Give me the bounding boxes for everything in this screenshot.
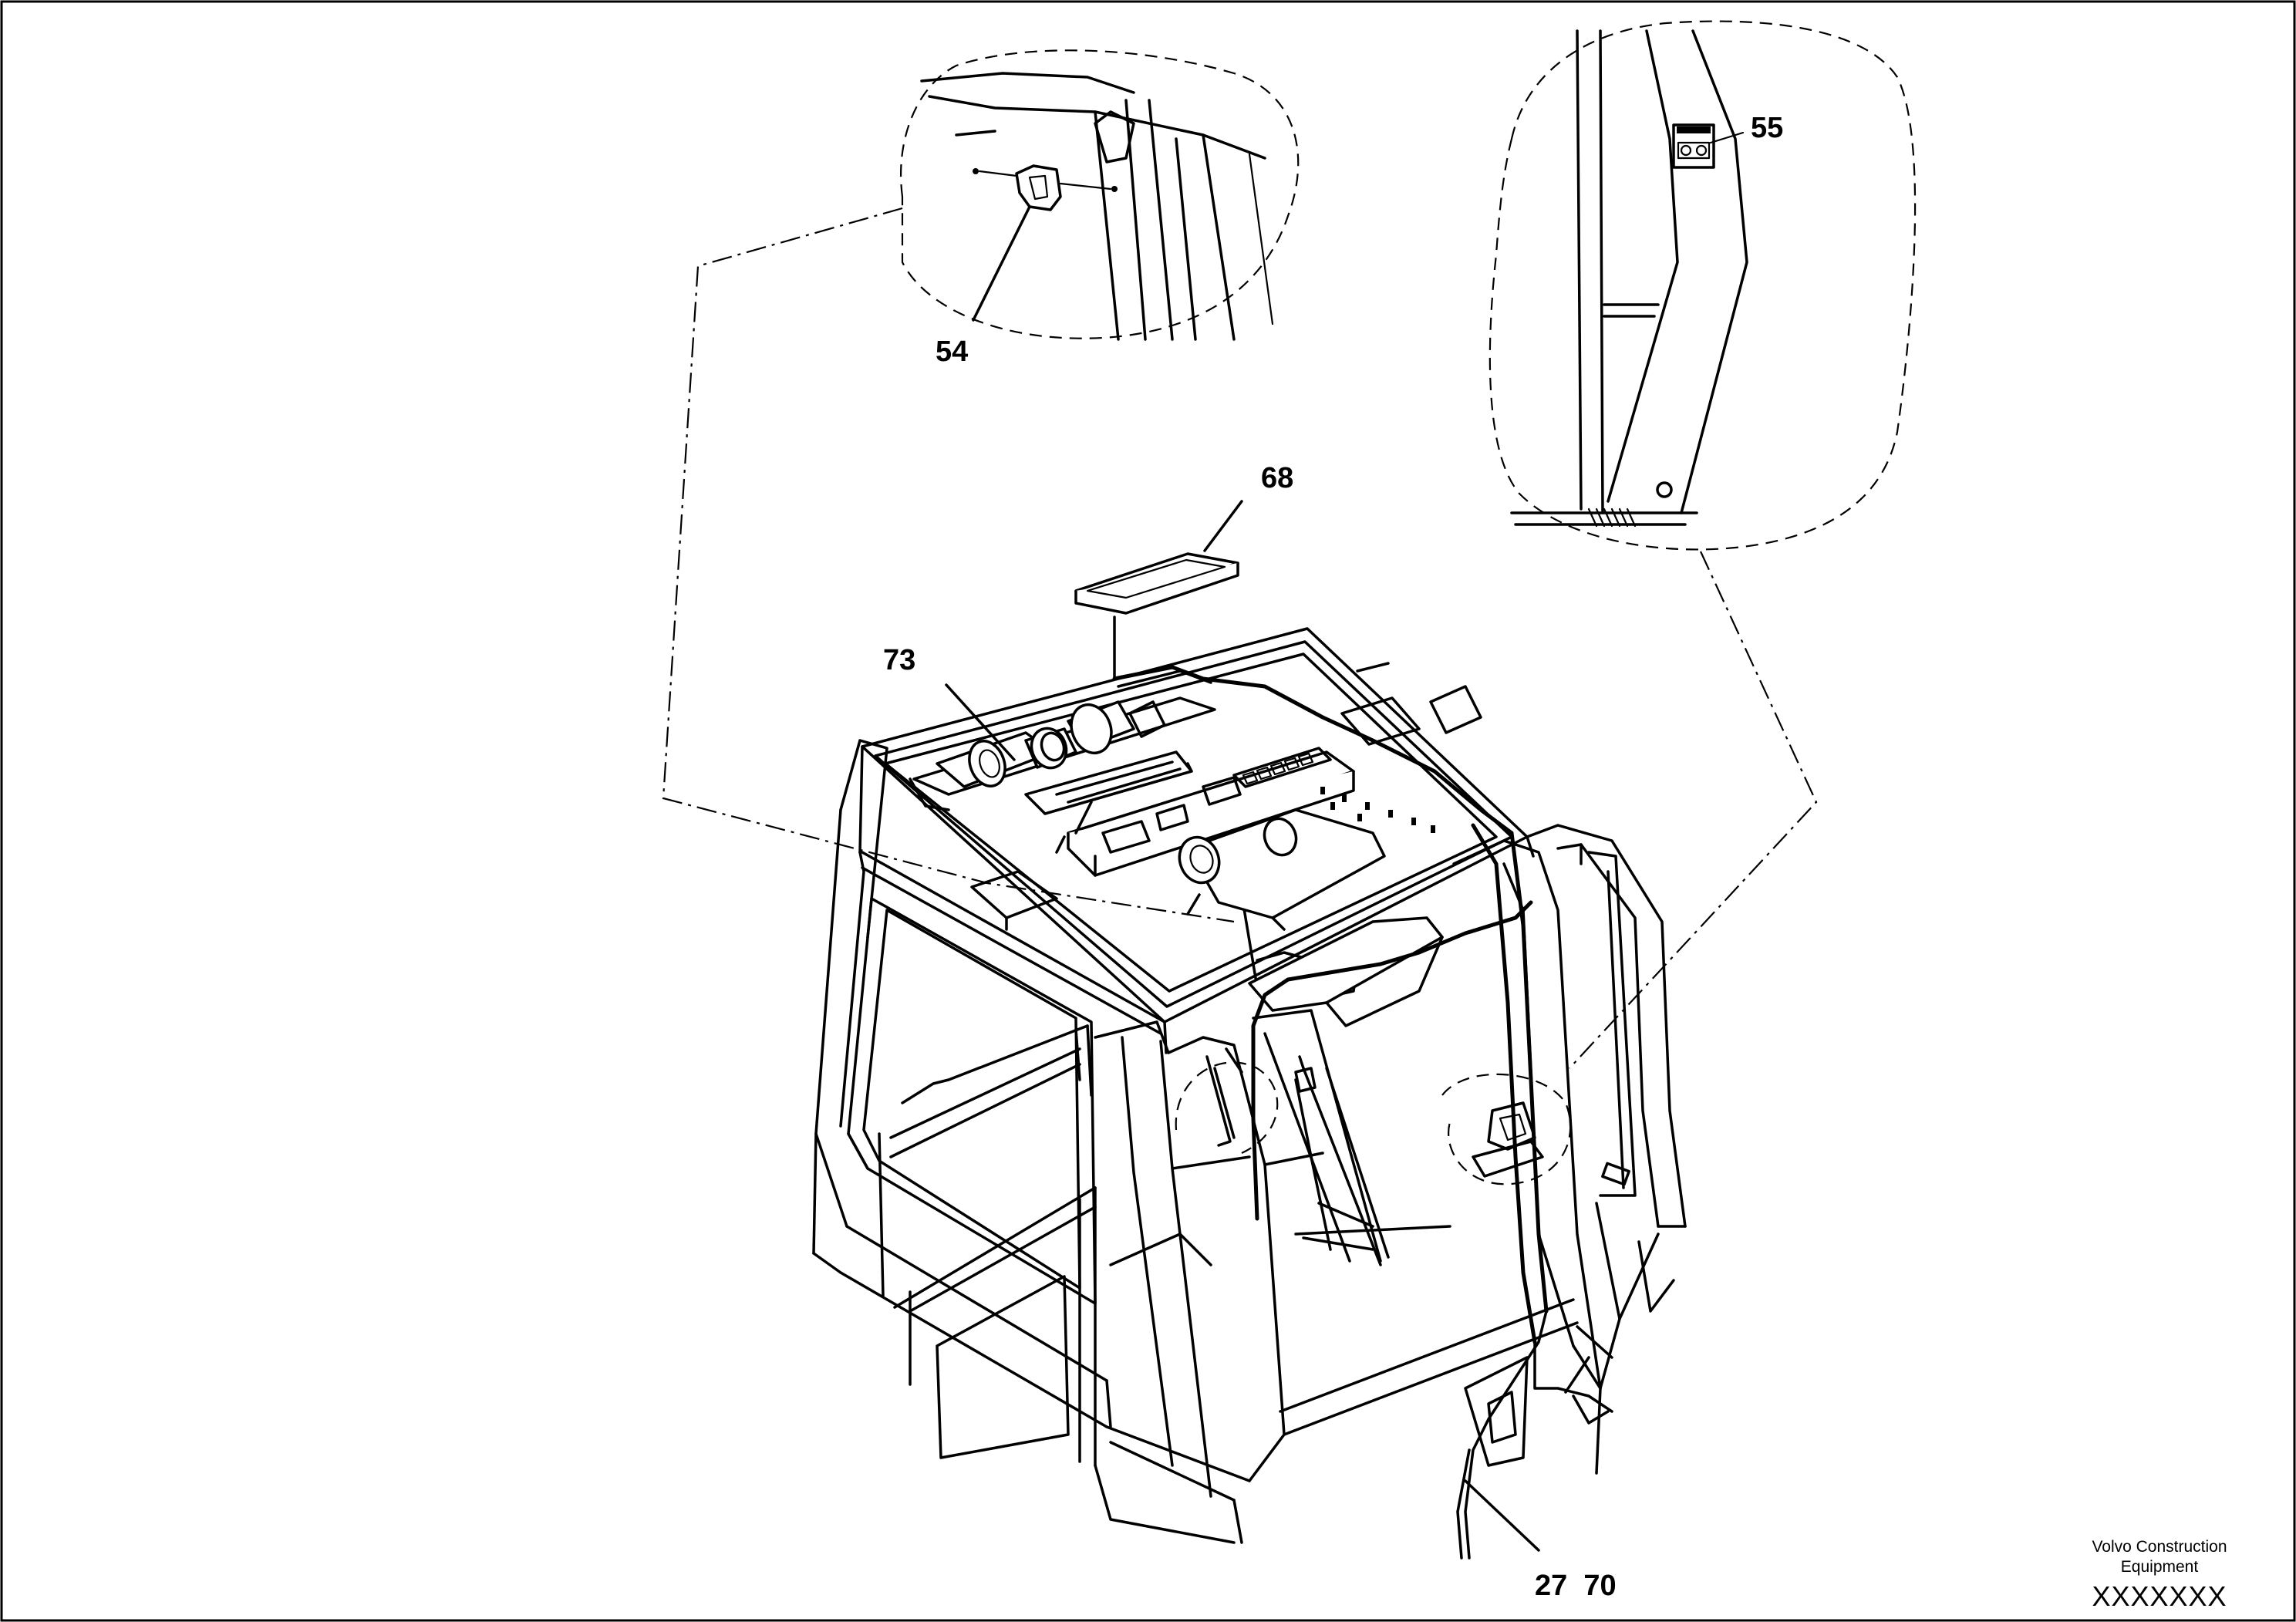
brand-line-2: Equipment: [2121, 1558, 2199, 1576]
callout-73: 73: [883, 644, 915, 676]
roof-panel-68: [1074, 500, 1243, 680]
callout-55: 55: [1751, 112, 1783, 144]
wiring-harness: [1055, 665, 1613, 1560]
detail-bubble-55: [1489, 20, 1917, 551]
leader-lines: [945, 683, 1016, 761]
title-block: Volvo Construction Equipment XXXXXXX: [2092, 1538, 2227, 1612]
connection-lines: [662, 207, 1818, 1069]
callout-54: 54: [936, 336, 968, 368]
detail-bubble-54: [899, 49, 1300, 341]
roof-interior: [909, 662, 1482, 1027]
callout-27-70: 27 70: [1535, 1570, 1617, 1602]
callout-68: 68: [1261, 462, 1293, 494]
drawing-code: XXXXXXX: [2092, 1580, 2227, 1612]
cab-frame: [812, 627, 1687, 1544]
brand-line-1: Volvo Construction: [2092, 1538, 2227, 1556]
